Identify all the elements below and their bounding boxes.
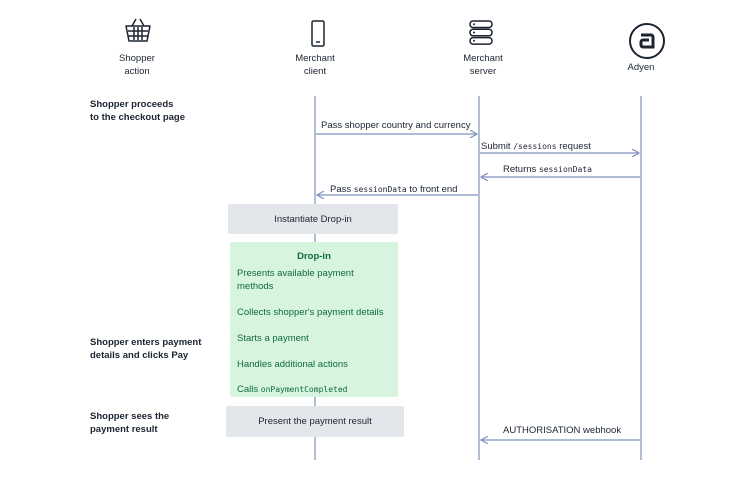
side-label-result: Shopper sees the payment result bbox=[90, 410, 169, 436]
side-label-checkout-line2: to the checkout page bbox=[90, 112, 186, 123]
dropin-item-calls-callback: Calls onPaymentCompleted bbox=[237, 383, 392, 396]
instantiate-dropin-box: Instantiate Drop-in bbox=[228, 204, 398, 234]
dropin-item-calls-code: onPaymentCompleted bbox=[260, 385, 348, 394]
instantiate-dropin-label: Instantiate Drop-in bbox=[274, 213, 352, 225]
message-pass-sessiondata: Pass sessionData to front end bbox=[330, 184, 457, 195]
actor-client-line2: client bbox=[303, 66, 327, 77]
present-result-box: Present the payment result bbox=[226, 406, 404, 437]
message-authorisation-webhook: AUTHORISATION webhook bbox=[503, 425, 622, 436]
message-pass-post: to front end bbox=[406, 184, 458, 195]
side-label-result-line2: payment result bbox=[90, 424, 158, 435]
message-returns-code: sessionData bbox=[538, 165, 592, 174]
actor-shopper-line1: Shopper bbox=[119, 53, 155, 64]
dropin-title: Drop-in bbox=[297, 251, 331, 262]
message-pass-pre: Pass bbox=[330, 184, 354, 195]
message-submit-sessions-pre: Submit bbox=[481, 141, 514, 152]
actor-server-line2: server bbox=[469, 66, 497, 77]
actor-shopper-label: Shopper action bbox=[97, 52, 177, 78]
message-submit-sessions-code: /sessions bbox=[513, 142, 557, 151]
smartphone-icon bbox=[311, 20, 325, 47]
dropin-item-present-methods-line2: methods bbox=[237, 281, 274, 292]
message-submit-sessions-post: request bbox=[556, 141, 591, 152]
message-returns-pre: Returns bbox=[503, 164, 539, 175]
server-icon bbox=[469, 20, 493, 45]
dropin-item-start-payment: Starts a payment bbox=[237, 333, 309, 344]
actor-client-line1: Merchant bbox=[295, 53, 335, 64]
side-label-enter-details: Shopper enters payment details and click… bbox=[90, 336, 201, 362]
dropin-item-calls-pre: Calls bbox=[237, 384, 261, 395]
message-pass-country: Pass shopper country and currency bbox=[321, 120, 471, 131]
side-label-result-line1: Shopper sees the bbox=[90, 411, 170, 422]
actor-shopper-line2: action bbox=[124, 66, 150, 77]
adyen-logo-icon bbox=[629, 23, 665, 59]
actor-server-line1: Merchant bbox=[463, 53, 503, 64]
side-label-checkout-line1: Shopper proceeds bbox=[90, 99, 174, 110]
dropin-item-additional-actions: Handles additional actions bbox=[237, 359, 348, 370]
message-submit-sessions: Submit /sessions request bbox=[481, 141, 591, 152]
basket-icon bbox=[125, 18, 151, 42]
actor-server-label: Merchant server bbox=[446, 52, 520, 78]
message-pass-code: sessionData bbox=[353, 185, 407, 194]
dropin-item-present-methods-line1: Presents available payment bbox=[237, 268, 354, 279]
dropin-item-collect-details: Collects shopper's payment details bbox=[237, 307, 384, 318]
actor-adyen-label: Adyen bbox=[627, 62, 655, 73]
actor-client-label: Merchant client bbox=[278, 52, 352, 78]
side-label-enter-details-line2: details and clicks Pay bbox=[90, 350, 189, 361]
dropin-box: Drop-in Presents available payment metho… bbox=[230, 242, 398, 397]
side-label-enter-details-line1: Shopper enters payment bbox=[90, 337, 202, 348]
side-label-checkout: Shopper proceeds to the checkout page bbox=[90, 98, 185, 124]
message-returns-sessiondata: Returns sessionData bbox=[503, 164, 592, 175]
dropin-item-present-methods: Presents available payment methods bbox=[237, 267, 392, 293]
present-result-label: Present the payment result bbox=[258, 416, 372, 427]
